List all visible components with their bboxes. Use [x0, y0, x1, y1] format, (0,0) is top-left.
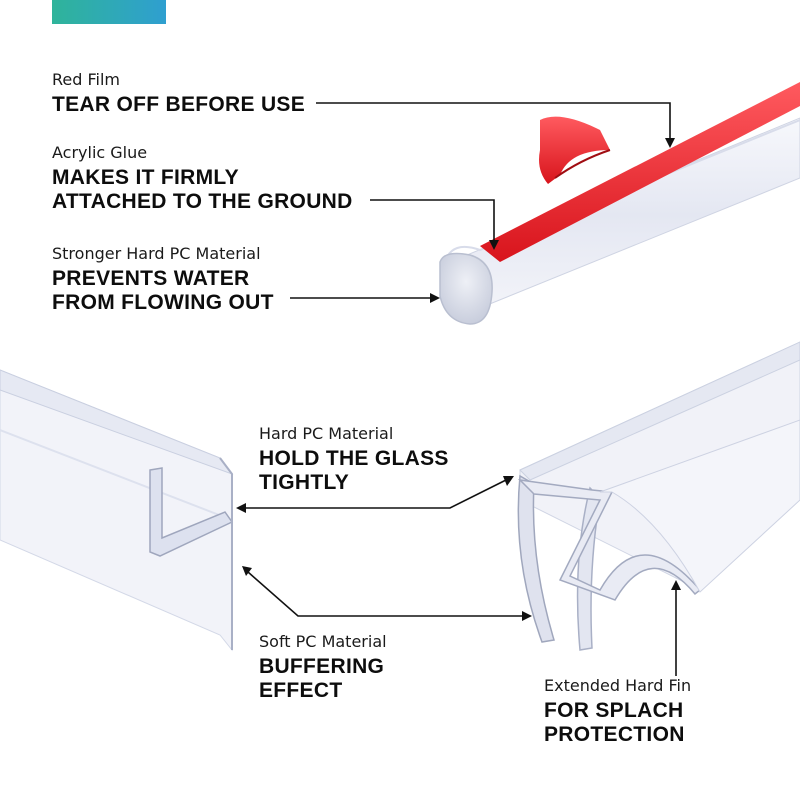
- callout-title-line-1: FOR SPLACH: [544, 699, 684, 722]
- accent-bar: [52, 0, 166, 24]
- callout-title-line-2: PROTECTION: [544, 723, 685, 746]
- pointer-hold-glass: [244, 479, 507, 509]
- callout-subtitle: Red Film: [52, 70, 120, 89]
- pointer-red-film: [316, 102, 671, 140]
- callout-soft-pc: Soft PC Material BUFFERING EFFECT: [259, 632, 387, 703]
- strip-end-cap: [439, 252, 493, 325]
- callout-title-line-2: EFFECT: [259, 679, 343, 702]
- right-seal-profile: [517, 341, 800, 651]
- callout-title-line-1: PREVENTS WATER: [52, 267, 250, 290]
- callout-title-line-2: ATTACHED TO THE GROUND: [52, 190, 353, 213]
- callout-title-line-1: HOLD THE GLASS: [259, 447, 449, 470]
- callout-acrylic-glue: Acrylic Glue MAKES IT FIRMLY ATTACHED TO…: [52, 143, 353, 214]
- callout-stronger-hard-pc: Stronger Hard PC Material PREVENTS WATER…: [52, 244, 274, 315]
- callout-subtitle: Hard PC Material: [259, 424, 394, 443]
- callout-title-line-2: FROM FLOWING OUT: [52, 291, 274, 314]
- left-seal-profile: [0, 369, 234, 652]
- callout-subtitle: Soft PC Material: [259, 632, 387, 651]
- callout-red-film: Red Film TEAR OFF BEFORE USE: [52, 70, 305, 117]
- top-seal-strip: [439, 82, 800, 325]
- callout-hard-pc: Hard PC Material HOLD THE GLASS TIGHTLY: [259, 424, 449, 495]
- callout-subtitle: Stronger Hard PC Material: [52, 244, 261, 263]
- pointer-soft-pc: [247, 571, 524, 617]
- callout-title-line-1: BUFFERING: [259, 655, 385, 678]
- pointer-lines: [244, 102, 677, 676]
- callout-subtitle: Extended Hard Fin: [544, 676, 692, 695]
- pointer-arrowheads: [236, 138, 681, 621]
- red-film: [480, 82, 800, 262]
- red-film-tab: [539, 116, 610, 184]
- callout-title-line-2: TIGHTLY: [259, 471, 349, 494]
- callout-title-line-1: MAKES IT FIRMLY: [52, 166, 239, 189]
- callout-extended-fin: Extended Hard Fin FOR SPLACH PROTECTION: [544, 676, 691, 747]
- pointer-acrylic-glue: [370, 199, 495, 242]
- callout-title: TEAR OFF BEFORE USE: [52, 93, 306, 116]
- callout-subtitle: Acrylic Glue: [52, 143, 148, 162]
